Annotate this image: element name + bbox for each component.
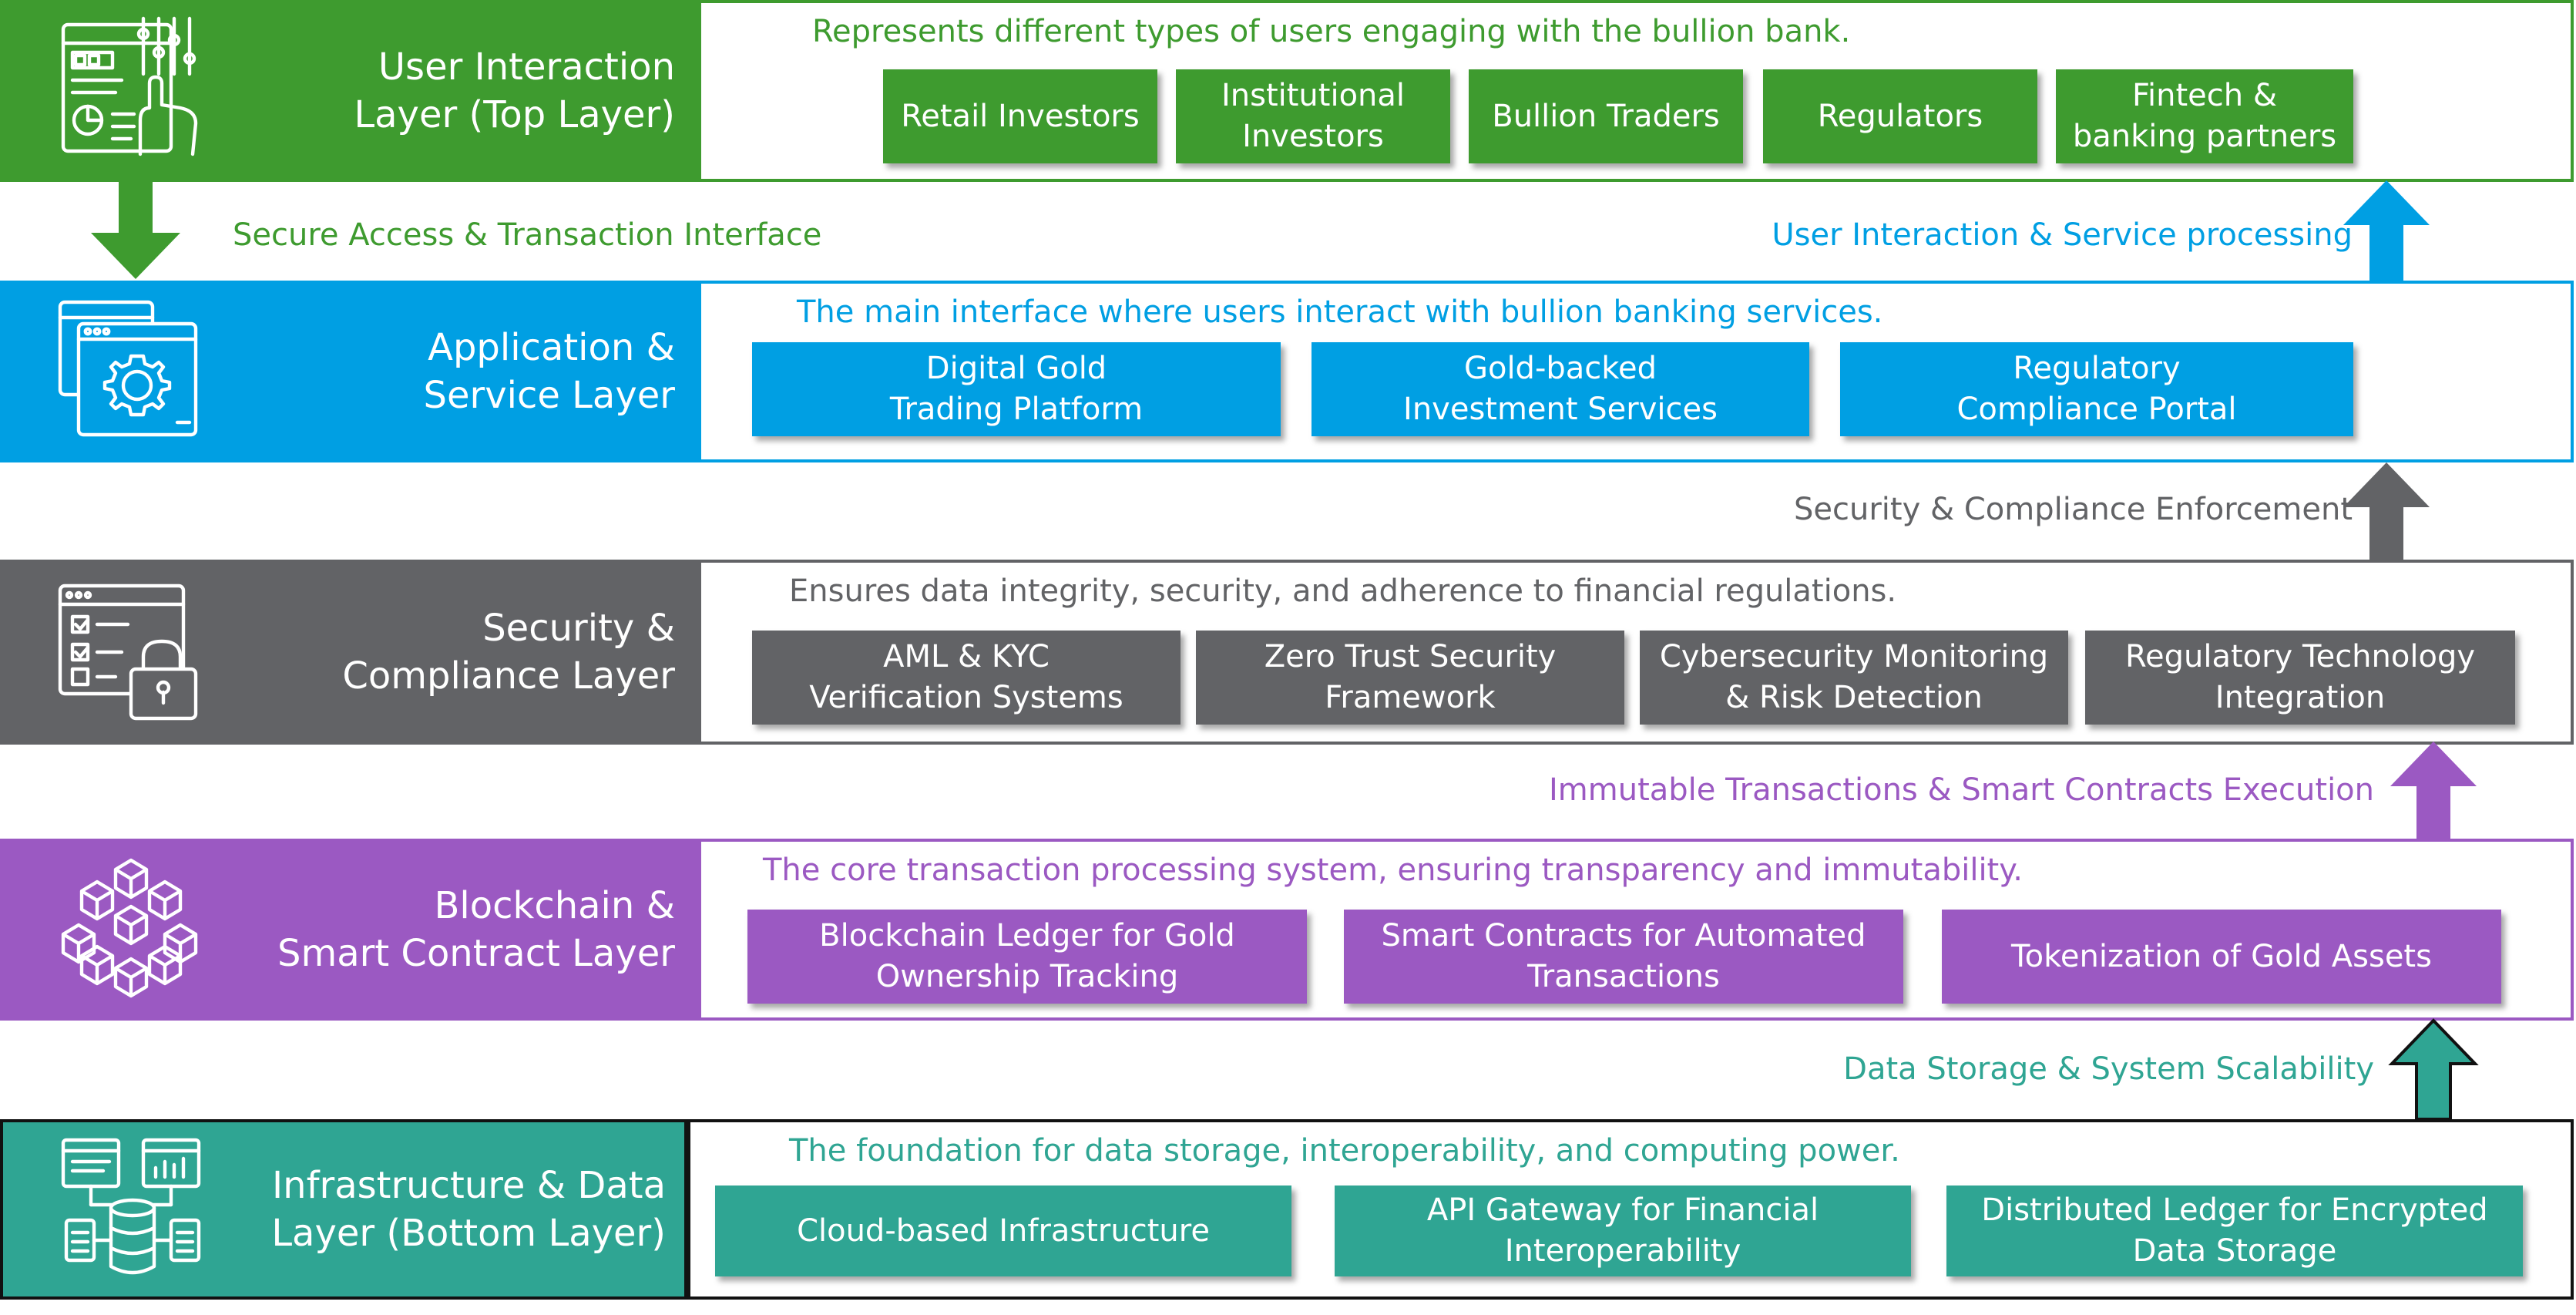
layer-band: Application & Service Layer	[0, 281, 698, 462]
application-service-layer: Application & Service Layer The main int…	[0, 281, 2574, 462]
component-smart-contracts: Smart Contracts for Automated Transactio…	[1344, 910, 1903, 1004]
layer-description: The main interface where users interact …	[797, 294, 1883, 330]
security-compliance-layer: Security & Compliance Layer Ensures data…	[0, 560, 2574, 745]
component-aml-kyc: AML & KYC Verification Systems	[752, 631, 1181, 725]
checklist-lock-icon	[54, 573, 208, 731]
up-arrow-icon	[2340, 461, 2433, 567]
layer-title: Infrastructure & Data Layer (Bottom Laye…	[271, 1164, 666, 1255]
component-gold-backed-investment: Gold-backed Investment Services	[1312, 342, 1809, 436]
layer-band: Infrastructure & Data Layer (Bottom Laye…	[0, 1119, 687, 1300]
layer-description: The core transaction processing system, …	[763, 853, 2023, 888]
layer-panel: Ensures data integrity, security, and ad…	[698, 560, 2574, 745]
layer-panel: The foundation for data storage, interop…	[687, 1119, 2574, 1300]
component-cybersecurity-monitoring: Cybersecurity Monitoring & Risk Detectio…	[1640, 631, 2068, 725]
user-interaction-layer: User Interaction Layer (Top Layer) Repre…	[0, 0, 2574, 182]
down-arrow-icon	[86, 182, 185, 285]
component-tokenization: Tokenization of Gold Assets	[1942, 910, 2501, 1004]
connector-label-data-storage: Data Storage & System Scalability	[1843, 1051, 2374, 1087]
layer-band: Security & Compliance Layer	[0, 560, 698, 745]
component-zero-trust: Zero Trust Security Framework	[1196, 631, 1624, 725]
component-fintech-partners: Fintech & banking partners	[2056, 69, 2353, 163]
server-database-icon	[57, 1131, 211, 1288]
component-regtech-integration: Regulatory Technology Integration	[2085, 631, 2515, 725]
layer-title: Blockchain & Smart Contract Layer	[277, 884, 675, 975]
component-blockchain-ledger: Blockchain Ledger for Gold Ownership Tra…	[747, 910, 1307, 1004]
infrastructure-layer: Infrastructure & Data Layer (Bottom Laye…	[0, 1119, 2574, 1300]
layer-band: Blockchain & Smart Contract Layer	[0, 839, 698, 1021]
component-regulators: Regulators	[1763, 69, 2037, 163]
layer-title: Security & Compliance Layer	[342, 607, 675, 698]
dashboard-hand-icon	[54, 12, 208, 170]
component-api-gateway: API Gateway for Financial Interoperabili…	[1335, 1186, 1911, 1276]
blockchain-cubes-icon	[54, 851, 208, 1008]
layer-title: Application & Service Layer	[423, 326, 675, 417]
up-arrow-icon	[2340, 179, 2433, 285]
layer-title: User Interaction Layer (Top Layer)	[354, 45, 675, 136]
component-cloud-infrastructure: Cloud-based Infrastructure	[715, 1186, 1291, 1276]
connector-label-immutable-transactions: Immutable Transactions & Smart Contracts…	[1548, 772, 2374, 808]
layer-description: Represents different types of users enga…	[812, 14, 1851, 49]
connector-label-security-compliance: Security & Compliance Enforcement	[1794, 492, 2353, 527]
up-arrow-icon	[2387, 1017, 2480, 1124]
connector-label-secure-access: Secure Access & Transaction Interface	[233, 217, 822, 253]
connector-label-user-interaction: User Interaction & Service processing	[1772, 217, 2353, 253]
blockchain-layer: Blockchain & Smart Contract Layer The co…	[0, 839, 2574, 1021]
layer-panel: Represents different types of users enga…	[698, 0, 2574, 182]
component-institutional-investors: Institutional Investors	[1176, 69, 1450, 163]
layer-band: User Interaction Layer (Top Layer)	[0, 0, 698, 182]
layer-panel: The core transaction processing system, …	[698, 839, 2574, 1021]
layer-description: The foundation for data storage, interop…	[789, 1133, 1900, 1169]
component-digital-gold-trading: Digital Gold Trading Platform	[752, 342, 1281, 436]
component-regulatory-compliance-portal: Regulatory Compliance Portal	[1840, 342, 2353, 436]
component-distributed-ledger: Distributed Ledger for Encrypted Data St…	[1946, 1186, 2523, 1276]
component-bullion-traders: Bullion Traders	[1469, 69, 1743, 163]
app-gear-icon	[54, 293, 208, 450]
up-arrow-icon	[2387, 740, 2480, 846]
layer-panel: The main interface where users interact …	[698, 281, 2574, 462]
layer-description: Ensures data integrity, security, and ad…	[789, 573, 1897, 609]
component-retail-investors: Retail Investors	[883, 69, 1157, 163]
